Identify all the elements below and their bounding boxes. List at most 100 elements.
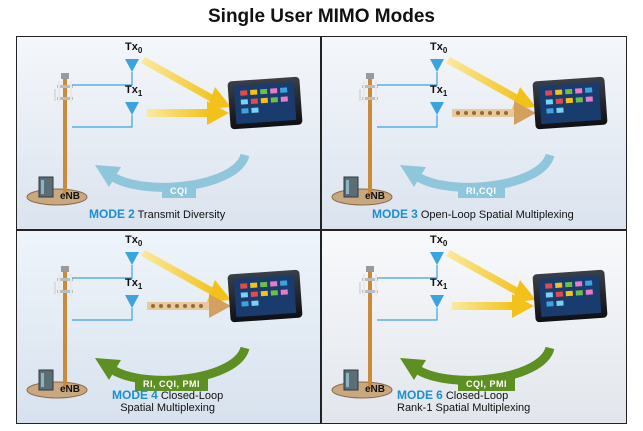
feedback-arrowhead [95,165,121,187]
beam-1-dotted [452,101,536,125]
mode-number: 4 [151,388,158,402]
antenna-icon-1 [125,102,139,115]
mode-caption-line1: MODE 2 Transmit Diversity [89,207,225,221]
feeder-line-1 [377,115,438,128]
tx0-base: Tx [125,234,138,246]
page-title: Single User MIMO Modes [208,6,435,27]
horizontal-divider [17,229,626,231]
mode-caption-line1: MODE 6 Closed-Loop [397,388,530,402]
tx0-base: Tx [430,234,443,246]
enb-label: eNB [60,384,81,395]
cabinet-icon [38,176,54,198]
tx1-label: Tx1 [125,84,142,98]
antenna-icon-1 [125,295,139,308]
tower-icon [359,266,378,388]
feeder-line-0 [72,72,133,86]
tx1-base: Tx [125,277,138,289]
tablet-icon [532,269,608,323]
tx1-base: Tx [430,84,443,96]
panel-mode-2: Tx0 Tx1 eNB CQI MODE 2 Transmit Diversit… [17,37,321,230]
panel-illustration [26,250,303,399]
feeder-line-0 [377,72,438,86]
mode-number: 3 [411,207,418,221]
antenna-icon-0 [125,59,139,72]
mode-caption-line1: MODE 3 Open-Loop Spatial Multiplexing [372,207,574,221]
beam-0 [446,57,536,109]
beam-1-solid [147,101,229,125]
tablet-icon [532,76,608,130]
tx0-label: Tx0 [125,234,142,248]
feedback-label: RI,CQI [458,184,505,198]
tower-icon [54,73,73,195]
enb-label: eNB [365,191,386,202]
tx1-base: Tx [125,84,138,96]
beam-0 [141,57,231,109]
mode-word: MODE [112,388,148,402]
antenna-icon-0 [430,59,444,72]
mode-word: MODE [397,388,433,402]
panel-mode-3: Tx0 Tx1 eNB RI,CQI MODE 3 Open-Loop Spat… [322,37,626,230]
tablet-icon [227,76,303,130]
modes-grid: Tx0 Tx1 eNB CQI MODE 2 Transmit Diversit… [16,36,627,424]
tower-icon [359,73,378,195]
tx0-sub: 0 [442,46,448,56]
feedback-label: CQI, PMI [458,377,516,391]
feedback-arrow [110,153,250,192]
mode-description: Closed-Loop [445,390,509,402]
feedback-arrowhead [95,358,121,380]
tx0-label: Tx0 [125,41,142,55]
cabinet-icon [343,176,359,198]
beam-0 [446,250,536,302]
mode-number: 6 [436,388,443,402]
tx0-label: Tx0 [430,41,447,55]
cabinet-icon [343,369,359,391]
antenna-icon-1 [430,102,444,115]
feedback-arrow [110,346,250,385]
tx1-label: Tx1 [430,277,447,291]
tx1-base: Tx [430,277,443,289]
tx1-sub: 1 [442,282,448,292]
tx1-label: Tx1 [125,277,142,291]
tx0-label: Tx0 [430,234,447,248]
panel-illustration [26,57,303,206]
mode-description-line2: Spatial Multiplexing [120,402,215,414]
tx0-sub: 0 [137,239,143,249]
beam-1-solid [452,294,534,318]
feeder-line-0 [72,265,133,279]
cabinet-icon [38,369,54,391]
feeder-line-1 [377,308,438,321]
tower-icon [54,266,73,388]
mode-description: Closed-Loop [160,390,224,402]
mode-word: MODE [89,207,125,221]
feeder-line-1 [72,115,133,128]
mode-caption: MODE 3 Open-Loop Spatial Multiplexing [372,207,574,221]
antenna-icon-0 [430,252,444,265]
feeder-line-0 [377,265,438,279]
tx1-sub: 1 [442,89,448,99]
mode-caption: MODE 2 Transmit Diversity [89,207,225,221]
feedback-arrowhead [400,165,426,187]
mode-description: Open-Loop Spatial Multiplexing [420,209,574,221]
mode-description-line2: Rank-1 Spatial Multiplexing [397,402,531,414]
tx0-sub: 0 [137,46,143,56]
feedback-arrow [415,346,555,385]
tx1-sub: 1 [137,282,143,292]
tx1-label: Tx1 [430,84,447,98]
feeder-line-1 [72,308,133,321]
mode-caption-line1: MODE 4 Closed-Loop [112,388,223,402]
antenna-icon-1 [430,295,444,308]
feedback-label: CQI [162,184,196,198]
tx0-sub: 0 [442,239,448,249]
panel-mode-4: Tx0 Tx1 eNB RI, CQI, PMI MODE 4 Closed-L… [17,230,321,423]
feedback-arrowhead [400,358,426,380]
beam-1-dotted [147,294,231,318]
tx1-sub: 1 [137,89,143,99]
tablet-icon [227,269,303,323]
mode-word: MODE [372,207,408,221]
feedback-label: RI, CQI, PMI [135,377,209,391]
antenna-icon-0 [125,252,139,265]
tx0-base: Tx [430,41,443,53]
